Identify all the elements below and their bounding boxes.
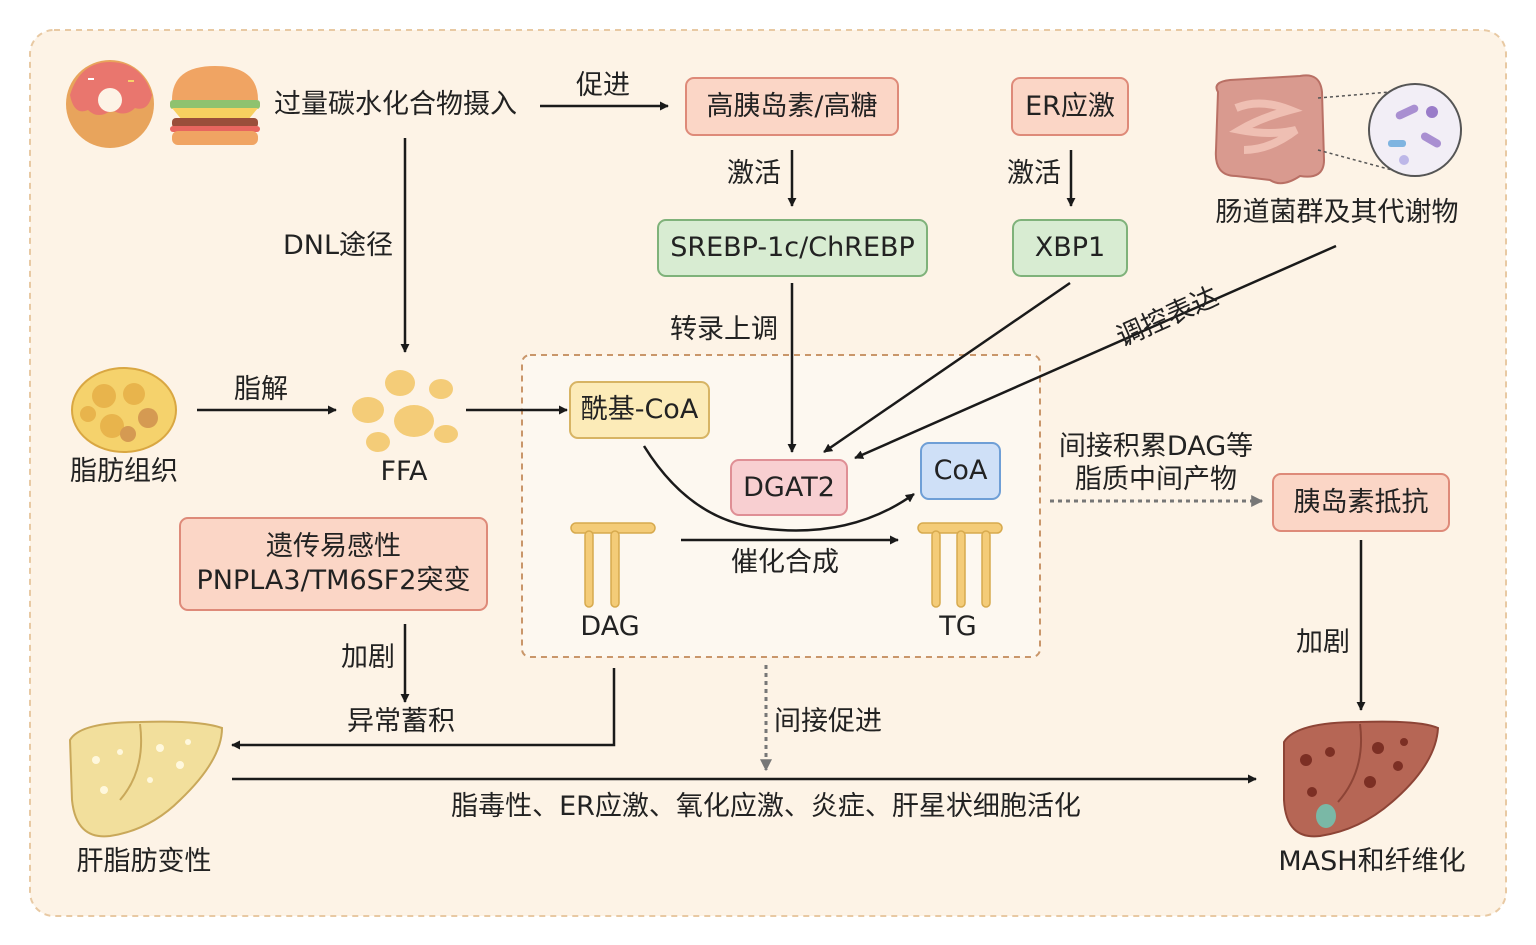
dag-accumulation-label-2: 脂质中间产物 (1075, 464, 1237, 495)
intestine-icon (1214, 74, 1326, 185)
tg-molecule-icon (917, 522, 1003, 608)
fatty-liver-label: 肝脂肪变性 (76, 846, 212, 877)
catalyze-label: 催化合成 (731, 547, 839, 578)
fatty-liver-icon (68, 720, 224, 838)
hyperinsulin-box: 高胰岛素/高糖 (685, 77, 899, 136)
xbp1-box: XBP1 (1012, 219, 1128, 277)
abnormal-accumulation-label: 异常蓄积 (347, 706, 455, 737)
tg-label: TG (939, 611, 977, 642)
ffa-droplets-icon (352, 370, 458, 452)
transcription-label: 转录上调 (670, 314, 778, 345)
genetic-box-line2: PNPLA3/TM6SF2突变 (196, 565, 471, 596)
srebp-box: SREBP-1c/ChREBP (657, 219, 928, 277)
bottom-mechanisms-label: 脂毒性、ER应激、氧化应激、炎症、肝星状细胞活化 (451, 791, 1081, 822)
promote-label: 促进 (576, 70, 630, 101)
arrow-abnormal-accumulation (231, 668, 616, 750)
dnl-label: DNL途径 (283, 230, 394, 261)
arrow-acyl-coa-curve (642, 445, 915, 532)
burger-icon (170, 66, 260, 145)
arrow-xbp1-dgat2 (823, 281, 1071, 454)
acyl-coa-box: 酰基-CoA (569, 381, 710, 439)
ffa-label: FFA (380, 456, 428, 487)
activate-left-label: 激活 (727, 158, 781, 189)
genetic-box: 遗传易感性 PNPLA3/TM6SF2突变 (179, 517, 488, 611)
insulin-resistance-box: 胰岛素抵抗 (1272, 473, 1450, 532)
coa-box: CoA (920, 442, 1001, 500)
aggravate-right-label: 加剧 (1296, 627, 1350, 658)
indirect-promote-label: 间接促进 (774, 706, 882, 737)
dag-molecule-icon (570, 522, 656, 608)
aggravate-left-label: 加剧 (341, 642, 395, 673)
donut-icon (66, 60, 154, 148)
arrows (197, 101, 1366, 784)
microbe-icon (1368, 83, 1462, 177)
genetic-box-line1: 遗传易感性 (266, 531, 401, 563)
lipolysis-label: 脂解 (234, 374, 288, 405)
arrow-gut-dgat2 (854, 244, 1337, 460)
gut-label: 肠道菌群及其代谢物 (1215, 197, 1459, 228)
er-stress-box: ER应激 (1011, 77, 1129, 136)
activate-right-label: 激活 (1007, 158, 1061, 189)
food-intake-label: 过量碳水化合物摄入 (274, 89, 517, 120)
dotted-arrows (760, 495, 1264, 772)
dag-label: DAG (580, 611, 640, 642)
dgat2-box: DGAT2 (730, 459, 848, 516)
adipose-label: 脂肪组织 (70, 456, 178, 487)
fibrotic-liver-icon (1283, 720, 1440, 838)
mash-label: MASH和纤维化 (1278, 846, 1466, 877)
dag-accumulation-label-1: 间接积累DAG等 (1058, 431, 1254, 462)
adipose-tissue-icon (71, 367, 177, 453)
